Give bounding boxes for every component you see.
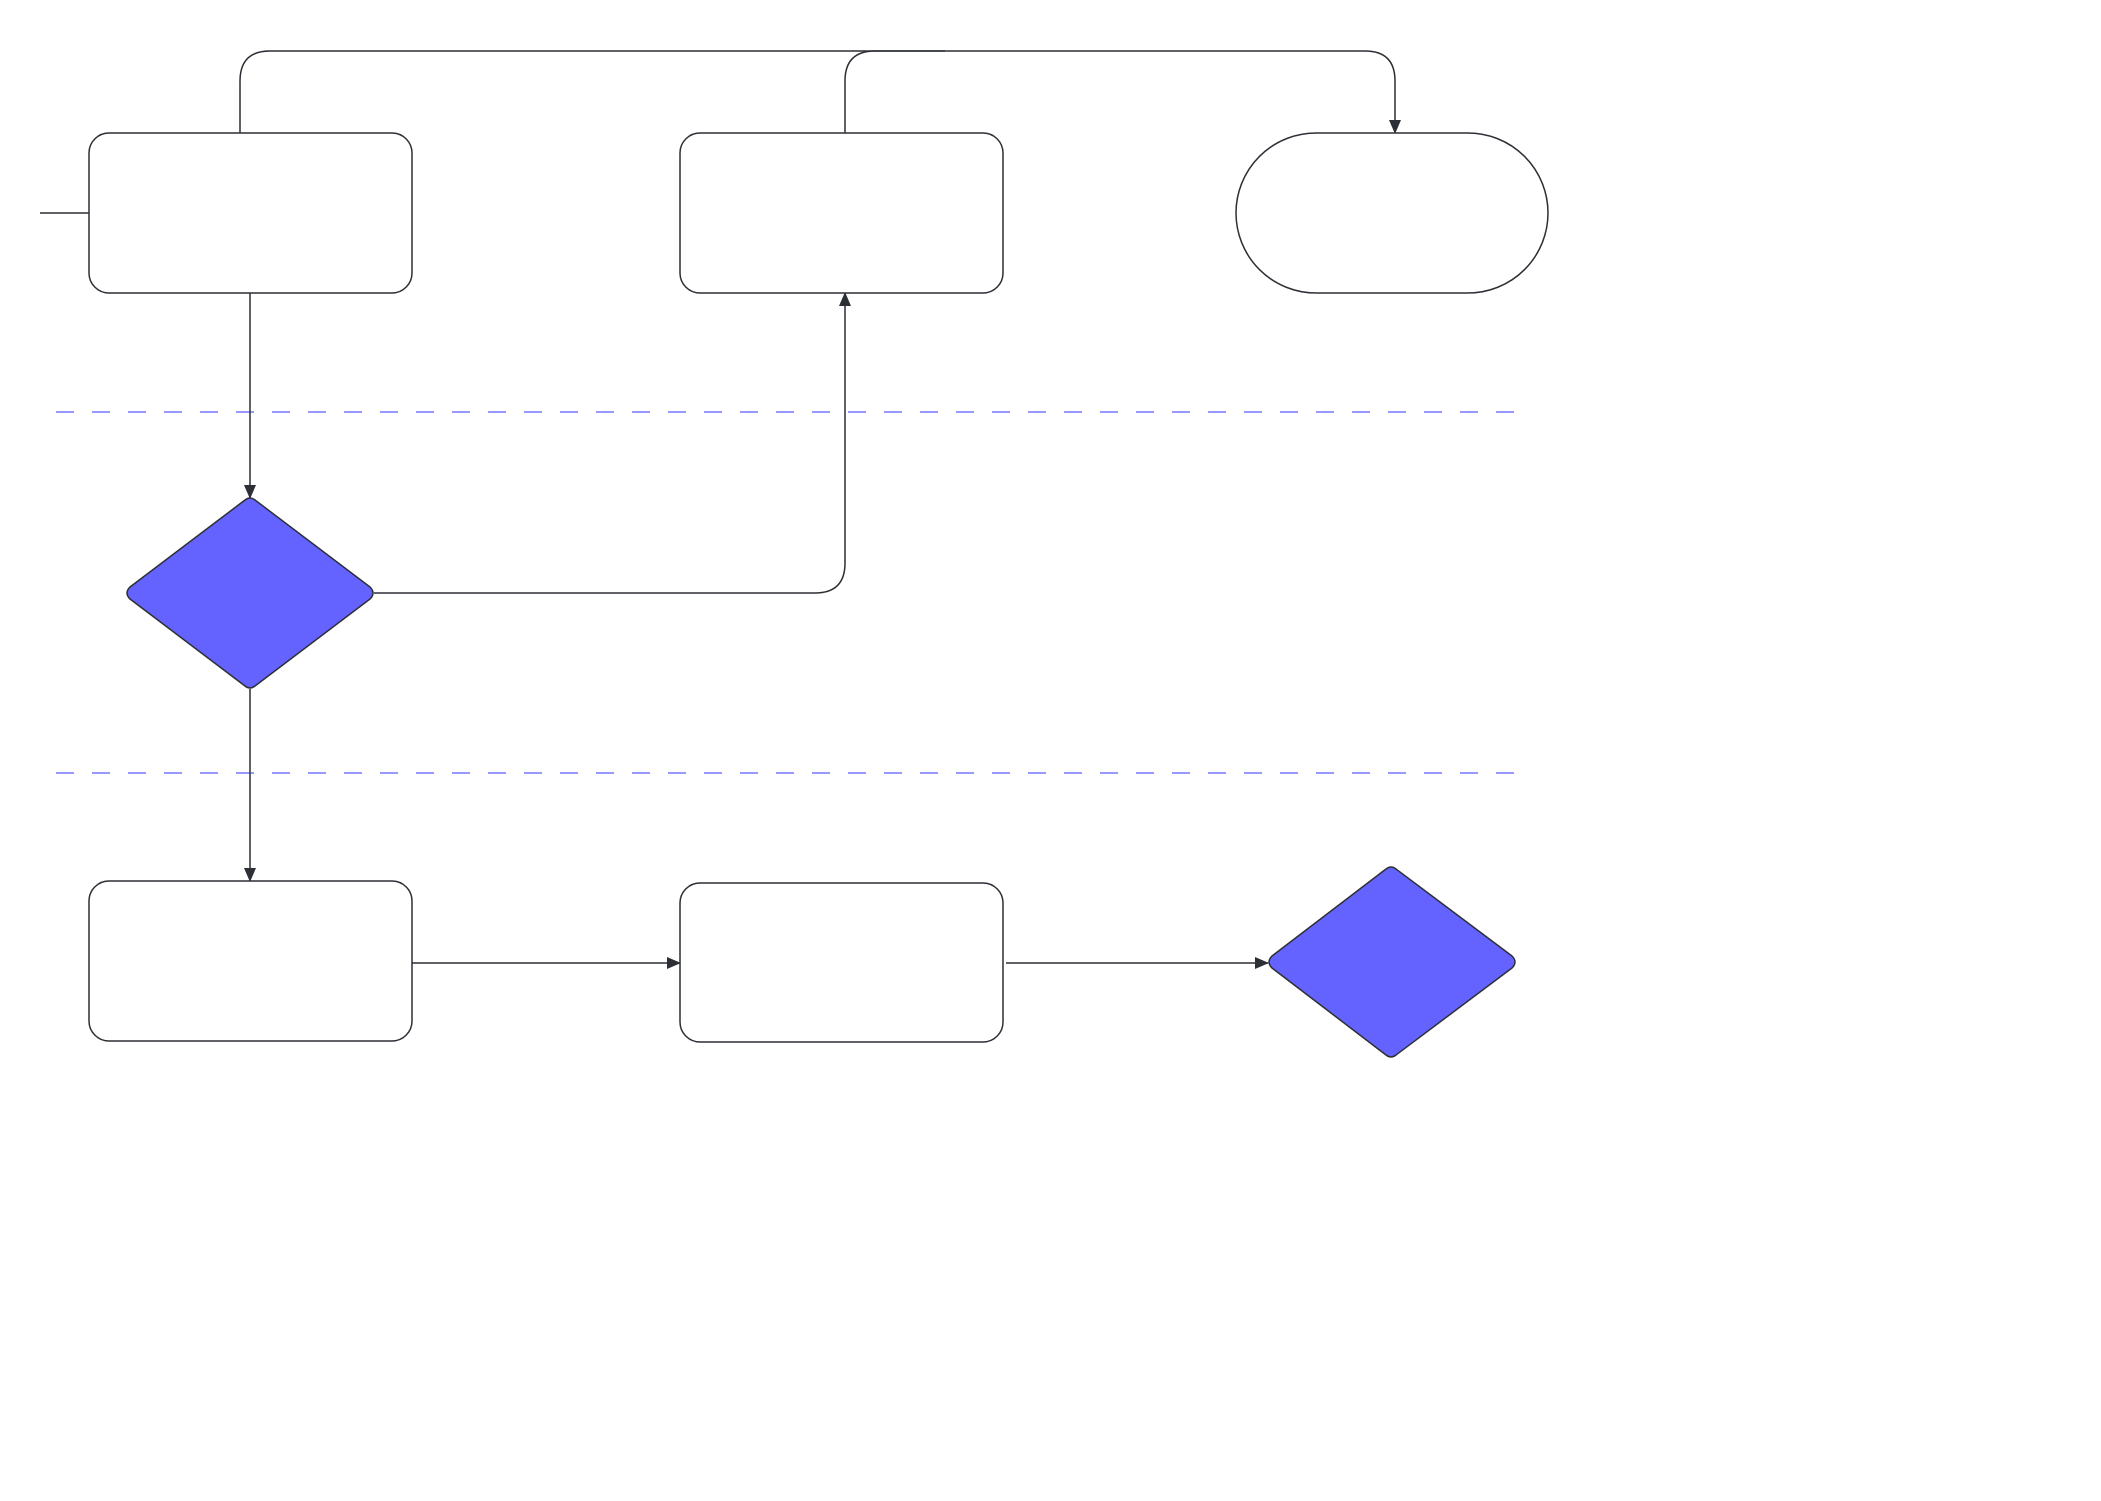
terminator-shape[interactable] [1235, 132, 1549, 294]
connectors [40, 50, 1401, 969]
connector-process1-to-terminator[interactable] [239, 50, 1401, 134]
connector-process2-to-terminator[interactable] [844, 50, 945, 133]
process-box-4[interactable] [679, 882, 1004, 1043]
process-box-1[interactable] [88, 132, 413, 294]
decision-diamond-1[interactable] [126, 497, 374, 689]
flowchart-canvas [40, 50, 1549, 1058]
process-box-3[interactable] [88, 880, 413, 1042]
process-box-2[interactable] [679, 132, 1004, 294]
connector-decision1-to-process2[interactable] [374, 292, 851, 594]
lane-dividers [56, 411, 1515, 774]
decision-diamond-2[interactable] [1268, 866, 1516, 1058]
